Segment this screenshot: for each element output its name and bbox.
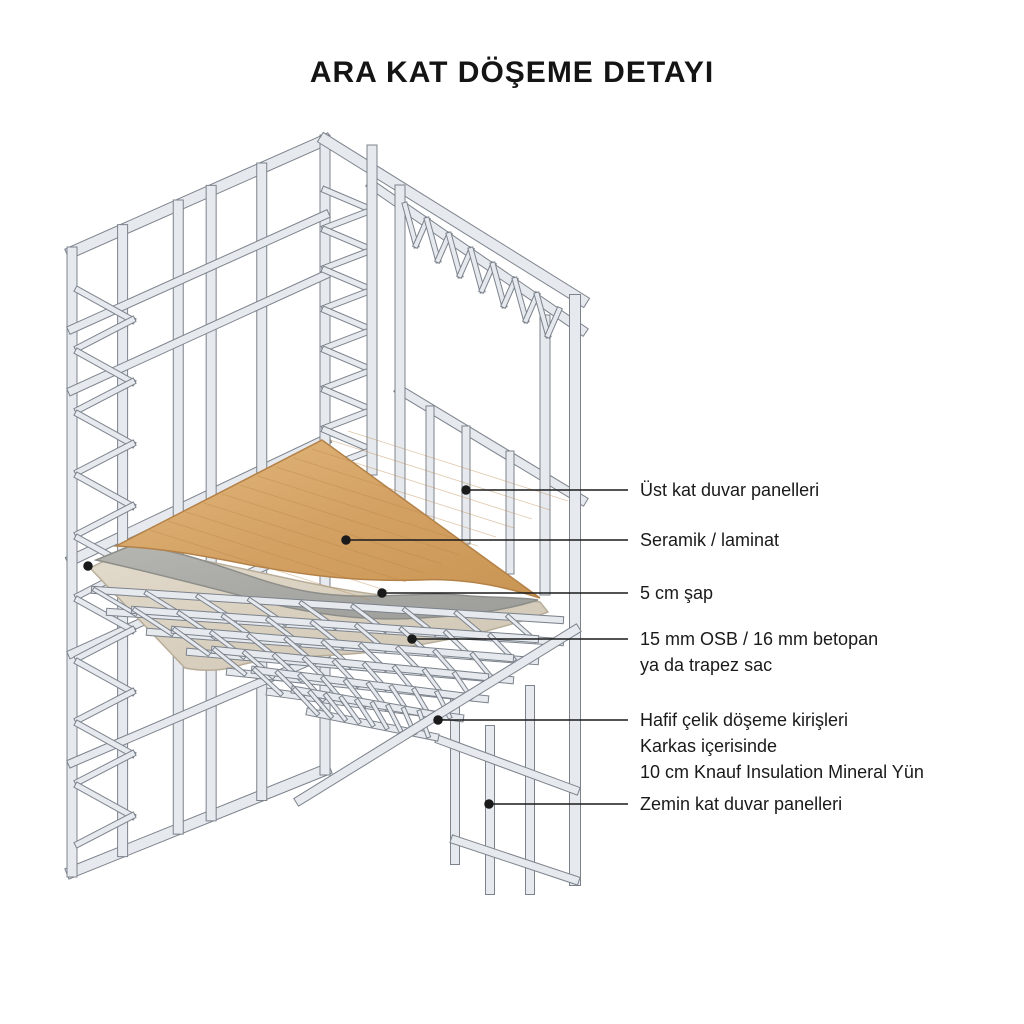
joist-web-3-0 bbox=[212, 647, 247, 676]
left-wall-brace-0 bbox=[74, 286, 136, 324]
page-title: ARA KAT DÖŞEME DETAYI bbox=[309, 56, 715, 89]
header-web-0 bbox=[402, 202, 419, 248]
joist-web-5-1 bbox=[308, 690, 333, 719]
laminate-plank-lines bbox=[149, 430, 569, 601]
corner-brace-2 bbox=[321, 266, 376, 294]
left-wall-brace-5 bbox=[74, 596, 136, 634]
plank-line-5 bbox=[239, 484, 461, 556]
left-wall-bottom-plate bbox=[65, 763, 332, 879]
left-wall-brace-b-3 bbox=[74, 502, 136, 538]
corner-brace-3 bbox=[321, 306, 376, 334]
corner-brace-1 bbox=[321, 226, 376, 254]
laminate-layer bbox=[113, 439, 541, 599]
plank-line-8 bbox=[293, 457, 515, 529]
plank-line-4 bbox=[221, 493, 443, 565]
left-wall-brace-7 bbox=[74, 720, 136, 758]
joist-web-5-2 bbox=[324, 693, 347, 722]
joist-web-0-0 bbox=[92, 587, 138, 616]
header-web-4 bbox=[490, 262, 507, 308]
joist-top-chord-4 bbox=[251, 666, 464, 700]
left-wall-brace-1 bbox=[74, 348, 136, 386]
header-web-6 bbox=[534, 292, 551, 338]
label-lower-wall-panels: Zemin kat duvar panelleri bbox=[640, 794, 843, 814]
left-wall-brace-b-2 bbox=[74, 440, 136, 476]
plank-line-7 bbox=[275, 466, 497, 538]
plank-line-10 bbox=[329, 439, 551, 511]
left-wall-brace-b-8 bbox=[74, 812, 136, 848]
lower-wall-bottom-plate bbox=[450, 835, 580, 885]
label-screed: 5 cm şap bbox=[640, 583, 714, 603]
header-web-b-6 bbox=[545, 307, 562, 338]
joist-web-2-0 bbox=[172, 627, 210, 656]
joist-web-1-0 bbox=[132, 607, 174, 636]
plank-line-1 bbox=[167, 520, 389, 592]
corner-brace-b-3 bbox=[321, 326, 376, 352]
corner-brace-b-5 bbox=[321, 406, 376, 432]
joist-top-chord-2 bbox=[171, 626, 514, 662]
header-web-5 bbox=[512, 277, 529, 323]
corner-brace-5 bbox=[321, 386, 376, 414]
plank-line-3 bbox=[203, 502, 425, 574]
rim-joist bbox=[294, 624, 581, 806]
left-wall-brace-8 bbox=[74, 782, 136, 820]
corner-brace-b-2 bbox=[321, 286, 376, 312]
joist-top-chord-0 bbox=[91, 586, 564, 624]
left-wall-brace-b-1 bbox=[74, 378, 136, 414]
left-wall-brace-2 bbox=[74, 410, 136, 448]
left-wall-brace-b-6 bbox=[74, 688, 136, 724]
left-wall-brace-3 bbox=[74, 472, 136, 510]
label-flooring: Seramik / laminat bbox=[640, 530, 780, 550]
joist-top-chord-5 bbox=[291, 686, 439, 719]
right-wall-top-plate bbox=[318, 133, 589, 307]
joist-web-5-0 bbox=[292, 687, 320, 716]
label-upper-wall-panels: Üst kat duvar panelleri bbox=[640, 480, 820, 500]
left-wall-brace-b-0 bbox=[74, 316, 136, 352]
leader-lines bbox=[83, 485, 628, 809]
corner-brace-6 bbox=[321, 426, 376, 454]
left-wall-top-plate bbox=[65, 133, 332, 259]
lower-wall-noggin-0 bbox=[435, 735, 580, 795]
corner-brace-b-1 bbox=[321, 246, 376, 272]
plank-line-0 bbox=[149, 529, 371, 601]
left-wall-brace-b-7 bbox=[74, 750, 136, 786]
corner-brace-4 bbox=[321, 346, 376, 374]
header-web-3 bbox=[468, 247, 485, 293]
label-board: 15 mm OSB / 16 mm betopan ya da trapez s… bbox=[640, 629, 879, 675]
header-web-1 bbox=[424, 217, 441, 263]
header-web-2 bbox=[446, 232, 463, 278]
joist-web-4-0 bbox=[252, 667, 283, 696]
label-joists: Hafif çelik döşeme kirişleri Karkas içer… bbox=[640, 710, 924, 782]
left-wall-brace-b-5 bbox=[74, 626, 136, 662]
plank-line-9 bbox=[311, 448, 533, 520]
floor-joist-trusses bbox=[90, 585, 582, 807]
joist-web-5-4 bbox=[355, 699, 375, 727]
corner-brace-b-0 bbox=[321, 206, 376, 232]
joist-top-chord-1 bbox=[131, 606, 539, 643]
joist-web-5-5 bbox=[370, 701, 389, 730]
joist-web-5-3 bbox=[339, 696, 361, 724]
corner-brace-b-4 bbox=[321, 366, 376, 392]
plank-line-6 bbox=[257, 475, 479, 547]
plank-line-2 bbox=[185, 511, 407, 583]
corner-brace-0 bbox=[321, 186, 376, 214]
left-wall-brace-6 bbox=[74, 658, 136, 696]
joist-web-5-6 bbox=[386, 704, 403, 733]
joist-top-chord-3 bbox=[211, 646, 489, 681]
